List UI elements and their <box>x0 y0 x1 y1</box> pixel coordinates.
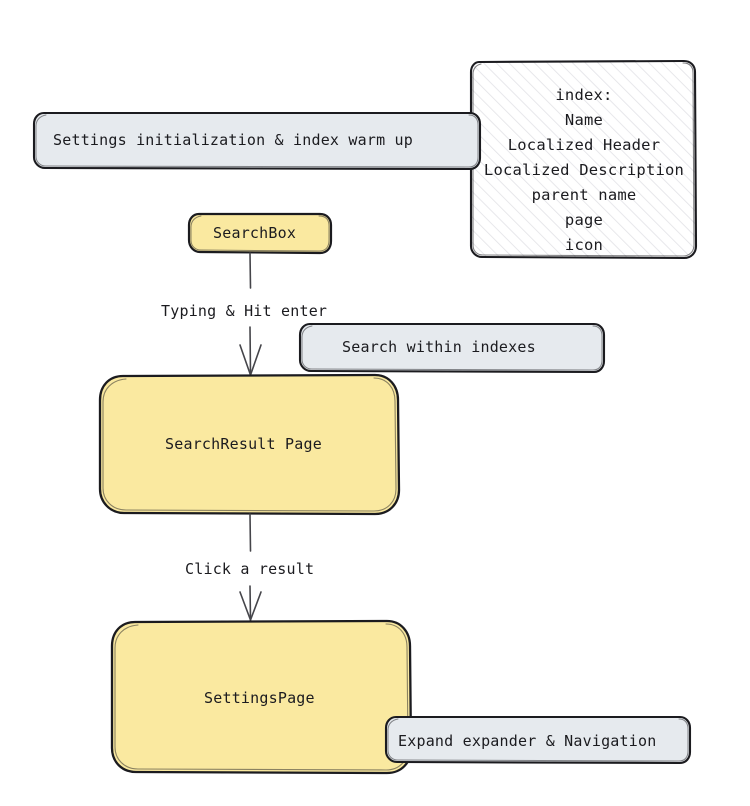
index-line-2: Localized Header <box>507 136 661 154</box>
node-searchbox-label: SearchBox <box>213 224 297 242</box>
node-index-box[interactable] <box>469 59 698 260</box>
edge-searchbox-to-searchresult <box>239 252 262 376</box>
edge-searchresult-to-settingspage <box>239 513 262 621</box>
index-line-6: icon <box>564 236 604 254</box>
note-expand-expander-label: Expand expander & Navigation <box>398 732 657 750</box>
index-line-1: Name <box>564 111 604 129</box>
edge-label-click-a-result: Click a result <box>185 560 315 578</box>
index-line-5: page <box>564 211 604 229</box>
node-searchbox[interactable] <box>187 212 333 255</box>
index-line-0: index: <box>555 86 613 104</box>
note-settings-initialization-label: Settings initialization & index warm up <box>53 131 413 149</box>
node-searchresult-page[interactable] <box>98 373 401 516</box>
node-settings-page-label: SettingsPage <box>204 689 315 707</box>
note-search-within-indexes-label: Search within indexes <box>342 338 536 356</box>
index-box-text: index: Name Localized Header Localized D… <box>472 86 696 261</box>
note-search-within-indexes[interactable] <box>298 322 606 374</box>
note-settings-initialization[interactable] <box>32 111 482 171</box>
note-expand-expander[interactable] <box>384 715 692 765</box>
index-line-3: Localized Description <box>483 161 685 179</box>
node-searchresult-page-label: SearchResult Page <box>165 435 322 453</box>
index-line-4: parent name <box>531 186 637 204</box>
edge-label-typing-hit-enter: Typing & Hit enter <box>161 302 328 320</box>
node-settings-page[interactable] <box>110 619 413 775</box>
